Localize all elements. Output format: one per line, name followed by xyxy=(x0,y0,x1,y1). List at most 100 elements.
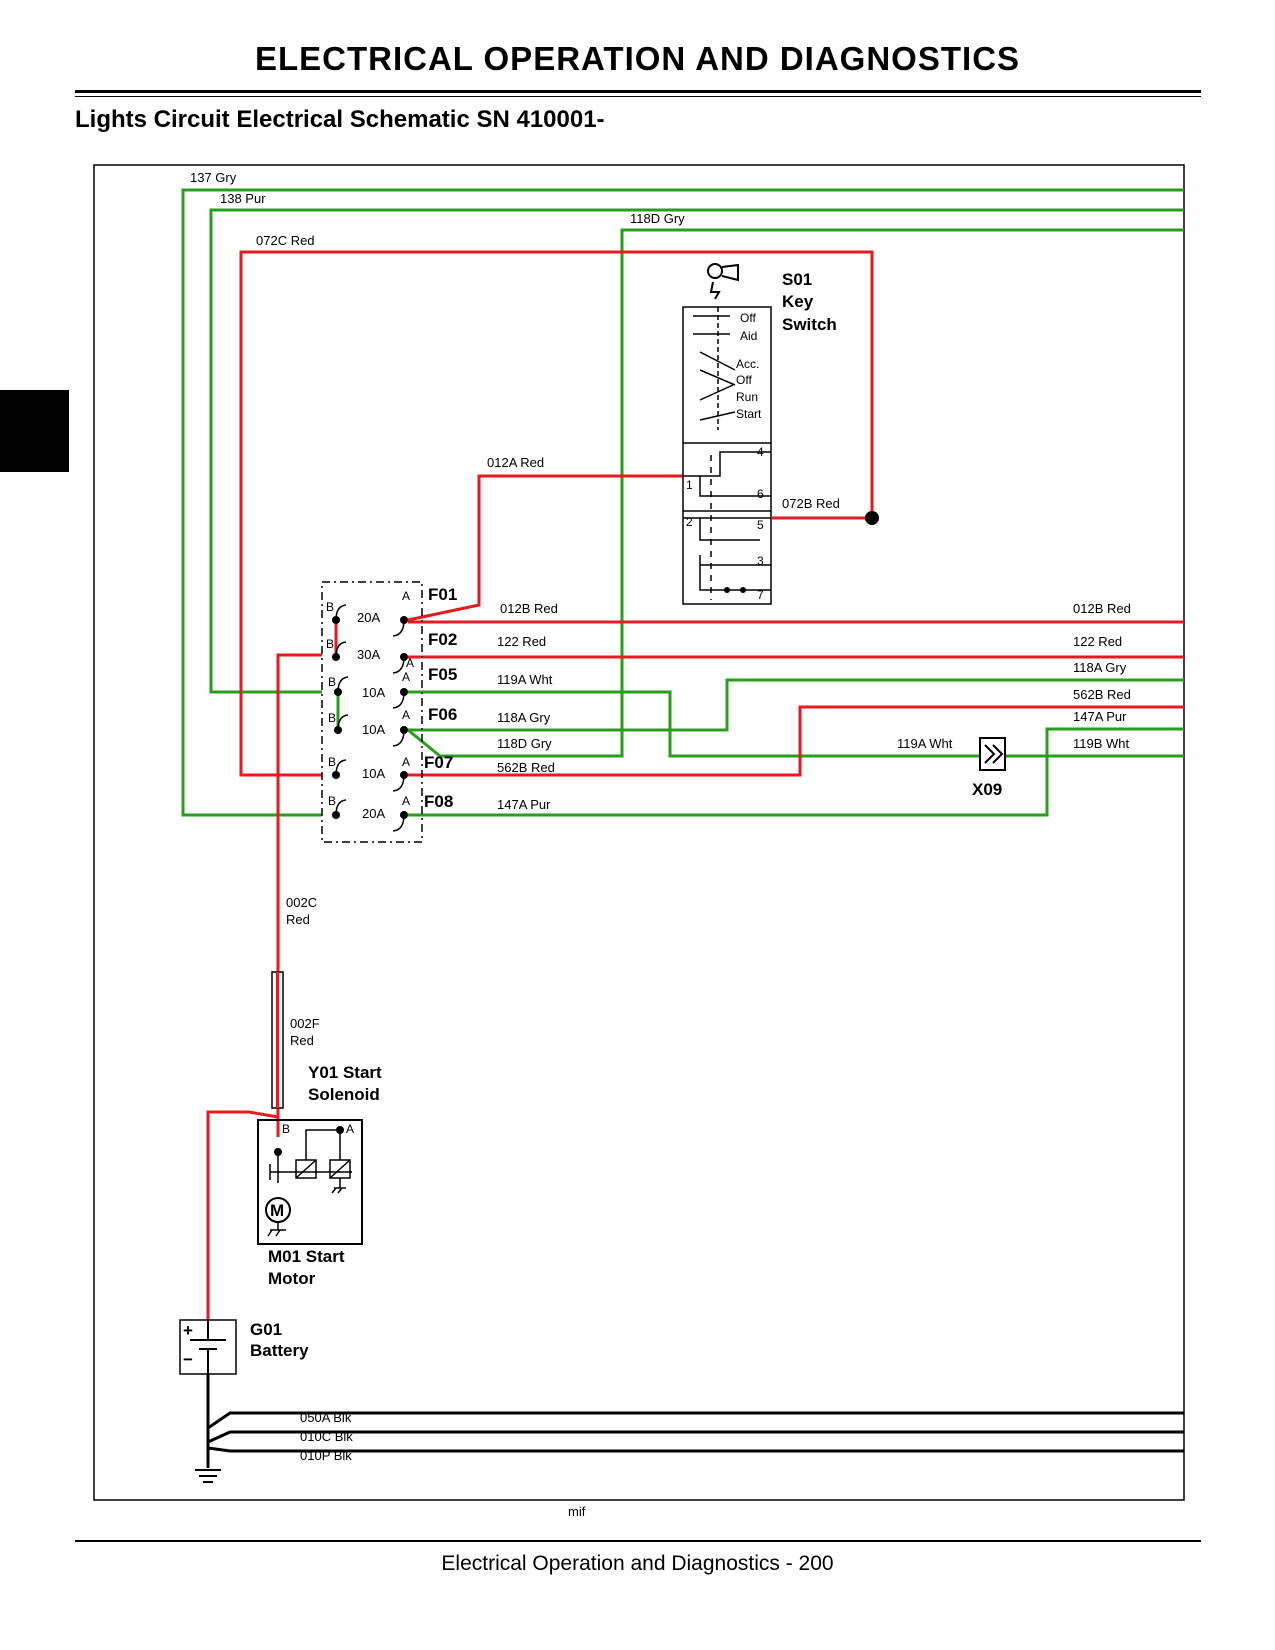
key-terminal-label: 4 xyxy=(757,445,764,459)
fuse-f02 xyxy=(332,641,408,674)
wire-label: 147A Pur xyxy=(1073,709,1127,724)
wire-label: Red xyxy=(286,912,310,927)
schematic-title: Lights Circuit Electrical Schematic SN 4… xyxy=(75,106,605,133)
fuse-terminal-a: A xyxy=(402,589,410,603)
key-position-label: Off xyxy=(736,373,752,387)
wire-label: 010P Blk xyxy=(300,1448,352,1463)
wire-010p-blk xyxy=(207,1446,1184,1453)
key-icon xyxy=(707,263,739,300)
header-rule-thin xyxy=(75,96,1201,97)
wire-050a-blk xyxy=(207,1411,1184,1430)
key-terminal-label: 6 xyxy=(757,487,764,501)
key-position-label: Acc. xyxy=(736,357,759,371)
footer-rule xyxy=(75,1540,1201,1542)
wire-label: 002C xyxy=(286,895,317,910)
fuse-terminal-b: B xyxy=(328,711,336,725)
fuse-terminal-a: A xyxy=(402,670,410,684)
wire-072c-red xyxy=(239,250,874,777)
fuse-f08 xyxy=(332,799,408,832)
key-switch-name: Switch xyxy=(782,315,837,334)
key-position-label: Run xyxy=(736,390,758,404)
wire-label: 118D Gry xyxy=(630,211,685,226)
fuse-id: F08 xyxy=(424,792,453,811)
solenoid-label: Solenoid xyxy=(308,1085,380,1104)
fuse-rating: 10A xyxy=(362,685,385,700)
fuse-terminal-b: B xyxy=(326,637,334,651)
key-position-label: Start xyxy=(736,407,762,421)
wire-label: 002F xyxy=(290,1016,320,1031)
fuse-rating: 20A xyxy=(357,610,380,625)
fuse-terminal-b: B xyxy=(328,675,336,689)
wire-label: 119A Wht xyxy=(497,672,553,687)
wire-147a-pur xyxy=(408,727,1184,817)
fuse-id: F06 xyxy=(428,705,457,724)
fuse-rating: 10A xyxy=(362,722,385,737)
wire-562b-red xyxy=(408,705,1184,777)
wire-label: 012B Red xyxy=(500,601,558,616)
key-switch-terminal-dots xyxy=(724,587,746,593)
wire-label: 012A Red xyxy=(487,455,544,470)
wire-label: 137 Gry xyxy=(190,170,237,185)
wire-label: 072B Red xyxy=(782,496,840,511)
wire-label: 562B Red xyxy=(1073,687,1131,702)
header-rule xyxy=(75,90,1201,93)
key-switch-mechanism xyxy=(683,307,771,600)
ground-icon xyxy=(195,1469,221,1483)
wire-002c-red xyxy=(276,653,322,972)
fuse-id: F01 xyxy=(428,585,457,604)
connector-id: X09 xyxy=(972,780,1002,799)
fuse-f07 xyxy=(332,759,408,792)
wire-012a-red xyxy=(407,474,683,622)
key-terminal-label: 7 xyxy=(757,588,764,602)
solenoid-terminal-a-label: A xyxy=(346,1122,354,1136)
battery-plus: + xyxy=(183,1321,193,1340)
schematic-frame xyxy=(93,164,1185,1501)
key-terminal-label: 1 xyxy=(686,478,693,492)
mif-label: mif xyxy=(568,1504,586,1519)
motor-label: M01 Start xyxy=(268,1247,345,1266)
fuse-terminal-a: A xyxy=(406,656,414,670)
fuse-id: F07 xyxy=(424,753,453,772)
start-solenoid-box xyxy=(257,1119,363,1245)
wire-label: 118D Gry xyxy=(497,736,552,751)
fuse-rating: 10A xyxy=(362,766,385,781)
solenoid-label: Y01 Start xyxy=(308,1063,382,1082)
splice-dot xyxy=(865,511,879,525)
wire-118a-gry xyxy=(408,678,1184,732)
wire-119a-wht xyxy=(408,690,980,758)
wire-label: 118A Gry xyxy=(497,710,551,725)
wire-label: 147A Pur xyxy=(497,797,551,812)
fuse-rating: 20A xyxy=(362,806,385,821)
fuse-f06 xyxy=(334,714,408,747)
key-position-label: Aid xyxy=(740,329,757,343)
wire-138-pur xyxy=(209,208,1184,694)
fuse-terminal-a: A xyxy=(402,708,410,722)
fuse-terminal-b: B xyxy=(328,794,336,808)
motor-symbol: M xyxy=(270,1201,284,1220)
wire-label: 050A Blk xyxy=(300,1410,352,1425)
connector-chevron-icon xyxy=(984,744,1004,764)
motor-ground-icon xyxy=(267,1222,286,1237)
wire-label: 562B Red xyxy=(497,760,555,775)
wire-010c-blk xyxy=(207,1430,1184,1444)
key-switch-name: Key xyxy=(782,292,814,311)
key-terminal-label: 2 xyxy=(686,515,693,529)
fuse-f05 xyxy=(334,676,408,709)
wire-label: Red xyxy=(290,1033,314,1048)
fuse-terminal-b: B xyxy=(326,600,334,614)
fuse-terminal-b: B xyxy=(328,755,336,769)
key-switch-body xyxy=(682,306,772,605)
wire-label: 119B Wht xyxy=(1073,736,1130,751)
key-position-label: Off xyxy=(740,311,756,325)
wire-137-gry xyxy=(181,188,1184,817)
wire-label: 138 Pur xyxy=(220,191,266,206)
page-title: ELECTRICAL OPERATION AND DIAGNOSTICS xyxy=(254,40,1021,77)
key-terminal-label: 3 xyxy=(757,554,764,568)
solenoid-internals xyxy=(269,1129,352,1194)
wire-label: 122 Red xyxy=(497,634,546,649)
wire-label: 122 Red xyxy=(1073,634,1122,649)
motor-label: Motor xyxy=(268,1269,316,1288)
battery-minus: − xyxy=(183,1350,193,1369)
wire-label: 012B Red xyxy=(1073,601,1131,616)
